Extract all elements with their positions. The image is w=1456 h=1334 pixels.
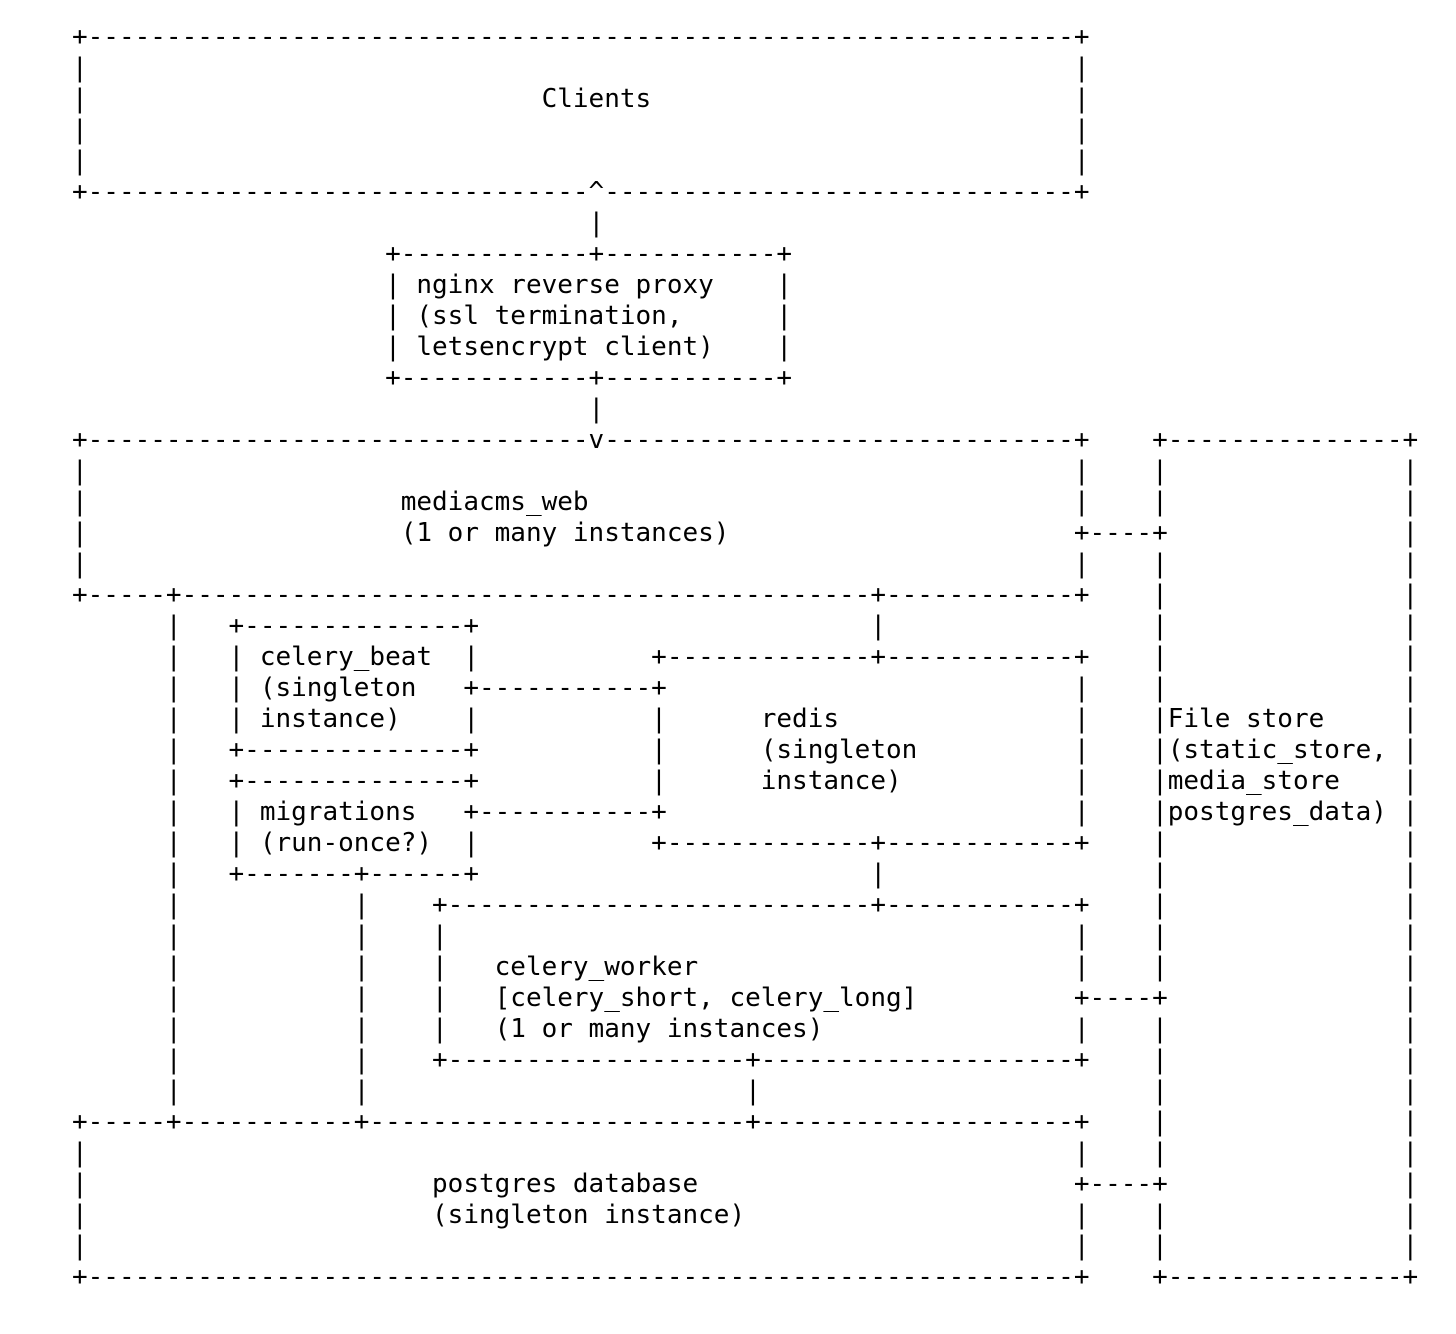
ascii-architecture-diagram: +---------------------------------------… [72, 22, 1419, 1292]
